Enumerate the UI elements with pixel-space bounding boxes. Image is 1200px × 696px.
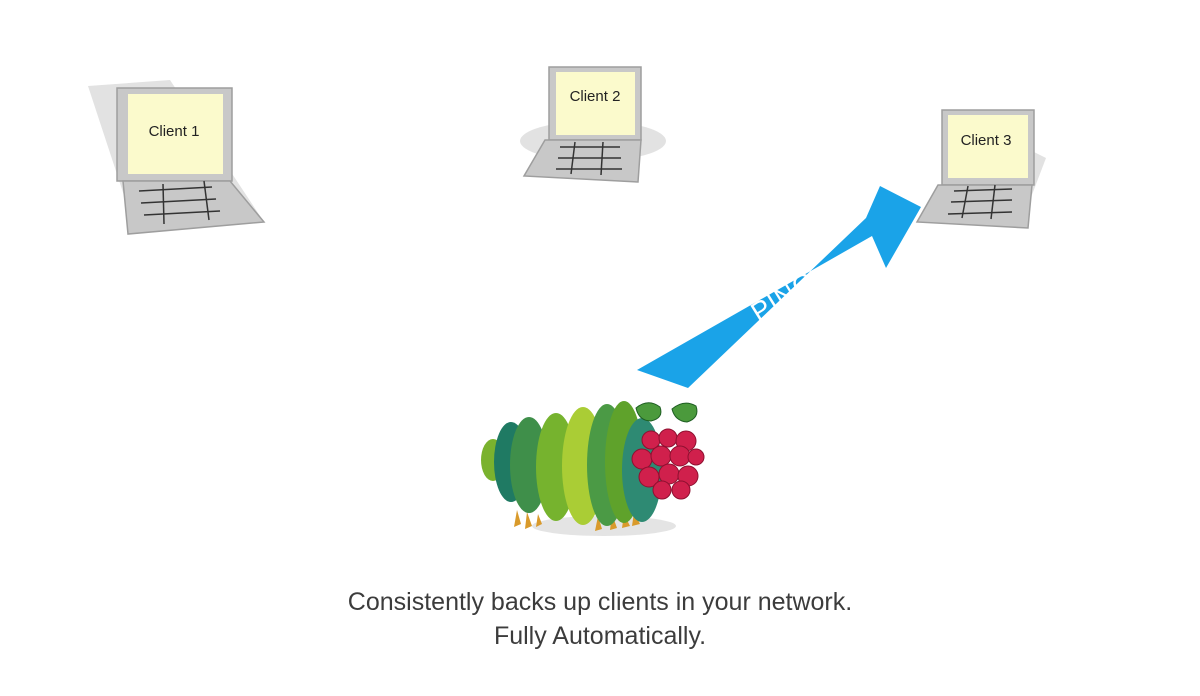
laptop-keyboard-deck [522, 139, 642, 183]
client-label: Client 1 [149, 123, 200, 140]
laptop-client-1: Client 1 [88, 80, 266, 235]
laptop-client-3: Client 3 [915, 109, 1046, 229]
keyboard-grid [556, 141, 622, 176]
caterpillar-mascot [481, 401, 705, 536]
laptop-client-2: Client 2 [520, 66, 666, 183]
laptop-keyboard-deck [122, 180, 266, 235]
laptop-screen [128, 94, 223, 174]
ping-arrow: PING [637, 186, 921, 388]
ping-label: PING [746, 265, 821, 328]
laptop-screen [948, 115, 1028, 178]
raspberry-head [631, 428, 705, 500]
caption-line-2: Fully Automatically. [493, 622, 707, 650]
keyboard-grid [138, 180, 221, 225]
keyboard-grid [947, 184, 1013, 220]
laptop-screen [556, 72, 635, 135]
caption-line-1: Consistently backs up clients in your ne… [347, 588, 853, 616]
client-label: Client 2 [570, 88, 621, 105]
client-label: Client 3 [961, 132, 1012, 149]
arrow-shape [637, 186, 921, 388]
laptop-keyboard-deck [915, 184, 1033, 229]
raspberry-leaves [635, 402, 698, 423]
